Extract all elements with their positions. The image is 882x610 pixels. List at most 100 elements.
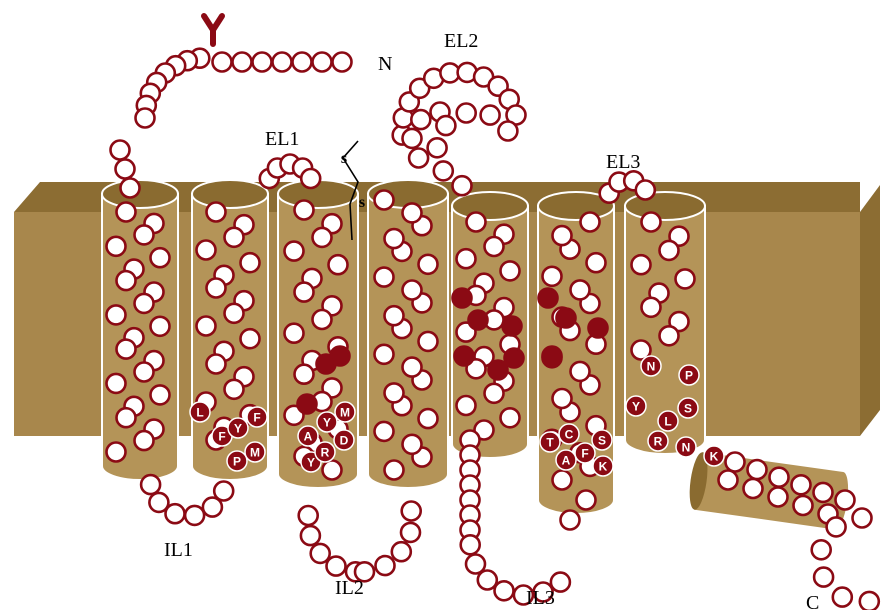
residue-letter: N bbox=[647, 359, 656, 373]
residue bbox=[660, 241, 679, 260]
residue bbox=[794, 496, 813, 515]
residue bbox=[419, 332, 438, 351]
residue bbox=[327, 557, 346, 576]
el1-label: EL1 bbox=[265, 128, 299, 150]
residue bbox=[135, 363, 154, 382]
il3-label: IL3 bbox=[526, 587, 555, 609]
residue bbox=[107, 374, 126, 393]
residue-letter: M bbox=[340, 405, 350, 419]
residue bbox=[402, 502, 421, 521]
disulfide-label-1: s bbox=[341, 150, 347, 167]
residue-tm3-2: Y bbox=[228, 418, 248, 438]
residue bbox=[117, 408, 136, 427]
residue bbox=[467, 213, 486, 232]
residue bbox=[403, 435, 422, 454]
residue bbox=[744, 479, 763, 498]
residue-filled bbox=[503, 317, 522, 336]
residue bbox=[478, 571, 497, 590]
residue bbox=[660, 326, 679, 345]
residue-letter: D bbox=[340, 433, 349, 447]
residue bbox=[501, 261, 520, 280]
residue bbox=[225, 228, 244, 247]
il2-label: IL2 bbox=[335, 577, 364, 599]
residue bbox=[403, 281, 422, 300]
residue-filled bbox=[469, 311, 488, 330]
residue bbox=[770, 468, 789, 487]
membrane-side-face bbox=[860, 185, 880, 436]
residue bbox=[726, 453, 745, 472]
residue bbox=[860, 592, 879, 610]
residue bbox=[225, 380, 244, 399]
residue bbox=[135, 225, 154, 244]
residue bbox=[457, 249, 476, 268]
residue-tm7-3: L bbox=[658, 411, 678, 431]
residue-letter: M bbox=[250, 445, 260, 459]
glycosylation-y-icon bbox=[204, 16, 222, 44]
residue bbox=[543, 267, 562, 286]
residue bbox=[571, 362, 590, 381]
residue bbox=[213, 53, 232, 72]
n-terminus-label: N bbox=[378, 53, 392, 75]
residue-tm7-1: P bbox=[679, 365, 699, 385]
residue bbox=[313, 310, 332, 329]
residue bbox=[814, 483, 833, 502]
residue-letter: Y bbox=[307, 455, 315, 469]
residue bbox=[561, 511, 580, 530]
residue-letter: P bbox=[685, 368, 693, 382]
residue bbox=[419, 409, 438, 428]
residue-letter: S bbox=[684, 401, 692, 415]
residue-tm4-0: M bbox=[335, 402, 355, 422]
residue bbox=[375, 422, 394, 441]
residue bbox=[301, 169, 320, 188]
residue bbox=[376, 556, 395, 575]
residue bbox=[313, 53, 332, 72]
residue bbox=[295, 365, 314, 384]
residue bbox=[577, 491, 596, 510]
residue bbox=[401, 523, 420, 542]
residue bbox=[411, 110, 430, 129]
residue bbox=[403, 358, 422, 377]
residue-tm6-0: C bbox=[559, 424, 579, 444]
residue-tm6-3: F bbox=[575, 443, 595, 463]
residue-tm7-6: N bbox=[676, 437, 696, 457]
residue bbox=[166, 504, 185, 523]
residue bbox=[812, 540, 831, 559]
residue bbox=[295, 201, 314, 220]
residue bbox=[241, 329, 260, 348]
el2-label: EL2 bbox=[444, 30, 478, 52]
residue-letter: S bbox=[598, 433, 606, 447]
c-terminus-label: C bbox=[806, 592, 819, 610]
il1-label: IL1 bbox=[164, 539, 193, 561]
residue-letter: C bbox=[565, 427, 574, 441]
residue-filled bbox=[543, 347, 562, 366]
residue bbox=[111, 141, 130, 160]
residue bbox=[135, 294, 154, 313]
disulfide-label-2: s bbox=[359, 194, 365, 211]
residue bbox=[457, 104, 476, 123]
residue bbox=[107, 443, 126, 462]
residue bbox=[553, 389, 572, 408]
residue-tm7-4: S bbox=[678, 398, 698, 418]
residue bbox=[498, 122, 517, 141]
residue bbox=[814, 568, 833, 587]
residue bbox=[553, 226, 572, 245]
residue bbox=[214, 482, 233, 501]
residue bbox=[285, 324, 304, 343]
residue-letter: K bbox=[710, 449, 719, 463]
residue bbox=[495, 581, 514, 600]
residue bbox=[207, 203, 226, 222]
residue-letter: T bbox=[546, 435, 554, 449]
residue-letter: Y bbox=[234, 421, 242, 435]
residue-letter: A bbox=[562, 453, 571, 467]
residue bbox=[836, 491, 855, 510]
residue bbox=[419, 255, 438, 274]
residue bbox=[293, 53, 312, 72]
residue-tm7-2: Y bbox=[626, 396, 646, 416]
residue-filled bbox=[298, 395, 317, 414]
residue bbox=[329, 255, 348, 274]
residue bbox=[207, 279, 226, 298]
residue bbox=[385, 461, 404, 480]
residue bbox=[676, 269, 695, 288]
residue bbox=[453, 176, 472, 195]
